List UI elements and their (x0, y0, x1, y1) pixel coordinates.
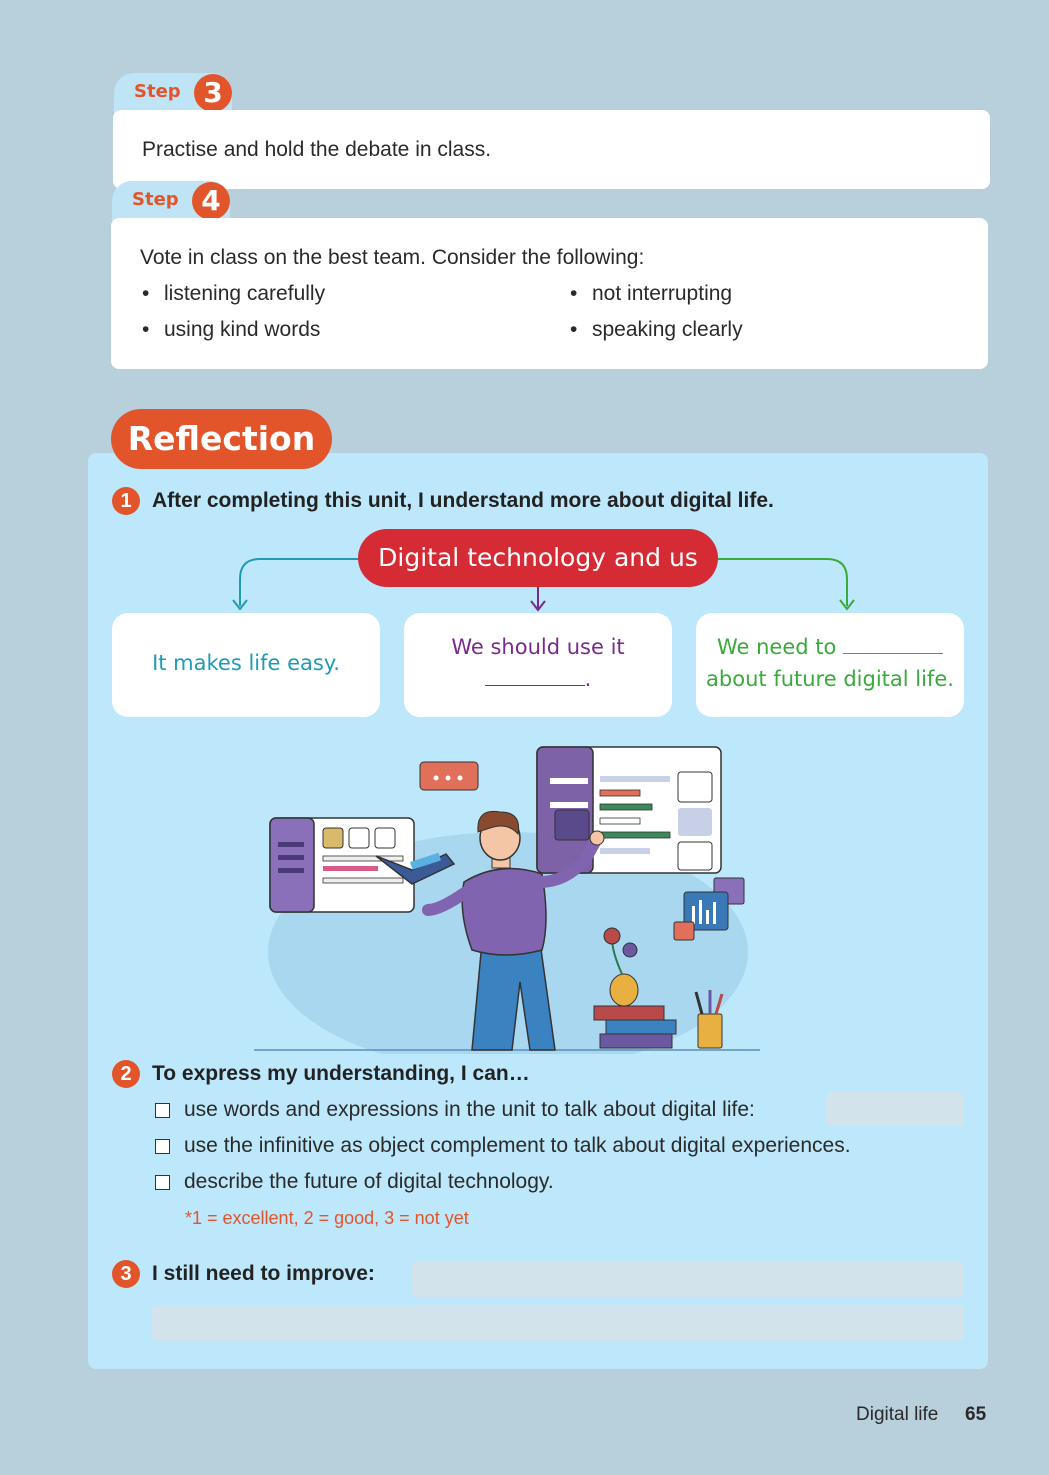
improve-input-line-2[interactable] (152, 1305, 964, 1341)
step-3-text: Practise and hold the debate in class. (142, 138, 492, 161)
question-1-heading: After completing this unit, I understand… (152, 489, 774, 512)
mindmap-center: Digital technology and us (358, 529, 718, 587)
step-4-label: Step (132, 189, 179, 210)
footer-unit-label: Digital life (856, 1404, 939, 1425)
question-3-heading: I still need to improve: (152, 1262, 375, 1285)
blank-line (843, 635, 944, 654)
check-item-future: describe the future of digital technolog… (184, 1170, 554, 1193)
digital-life-illustration (254, 746, 760, 1054)
mindmap-connectors (232, 558, 855, 612)
mindmap-box-use-end: . (584, 667, 592, 691)
mindmap-box-future-line1: We need to (696, 635, 964, 659)
step-4-tab: Step 4 (112, 181, 230, 221)
step-4-number: 4 (192, 182, 230, 220)
footer-page-number: 65 (965, 1404, 987, 1425)
mindmap-box-use: We should use it . (404, 613, 672, 717)
check-item-infinitive: use the infinitive as object complement … (184, 1134, 851, 1157)
bullet-not-interrupting: not interrupting (570, 282, 732, 306)
question-1-number: 1 (112, 487, 140, 515)
check-item-words: use words and expressions in the unit to… (184, 1098, 755, 1121)
step-3-label: Step (134, 81, 181, 102)
step-3-tab: Step 3 (114, 73, 232, 113)
checkbox-words[interactable] (155, 1103, 170, 1118)
step-4-text: Vote in class on the best team. Consider… (140, 246, 645, 269)
question-3-number: 3 (112, 1260, 140, 1288)
reflection-title: Reflection (111, 409, 332, 469)
bullet-speaking-clearly: speaking clearly (570, 318, 743, 342)
blank-line (484, 667, 585, 686)
rating-note: *1 = excellent, 2 = good, 3 = not yet (185, 1208, 469, 1228)
step-4-card: Vote in class on the best team. Consider… (111, 218, 988, 369)
checkbox-infinitive[interactable] (155, 1139, 170, 1154)
question-2-number: 2 (112, 1060, 140, 1088)
mindmap-box-future: We need to about future digital life. (696, 613, 964, 717)
mindmap-box-future-line2: about future digital life. (706, 667, 954, 691)
step-3-card: Practise and hold the debate in class. (113, 110, 990, 189)
rating-input-words[interactable] (826, 1092, 964, 1126)
mindmap-box-use-blank-line: . (404, 667, 672, 691)
mindmap-box-easy: It makes life easy. (112, 613, 380, 717)
bullet-listening: listening carefully (142, 282, 325, 306)
mindmap-box-future-text: We need to (716, 635, 837, 659)
checkbox-future[interactable] (155, 1175, 170, 1190)
improve-input-line-1[interactable] (412, 1261, 964, 1297)
step-3-number: 3 (194, 74, 232, 112)
question-2-heading: To express my understanding, I can… (152, 1062, 530, 1085)
mindmap-box-use-text: We should use it (451, 635, 625, 659)
mindmap-box-easy-text: It makes life easy. (152, 651, 340, 675)
bullet-kind-words: using kind words (142, 318, 320, 342)
